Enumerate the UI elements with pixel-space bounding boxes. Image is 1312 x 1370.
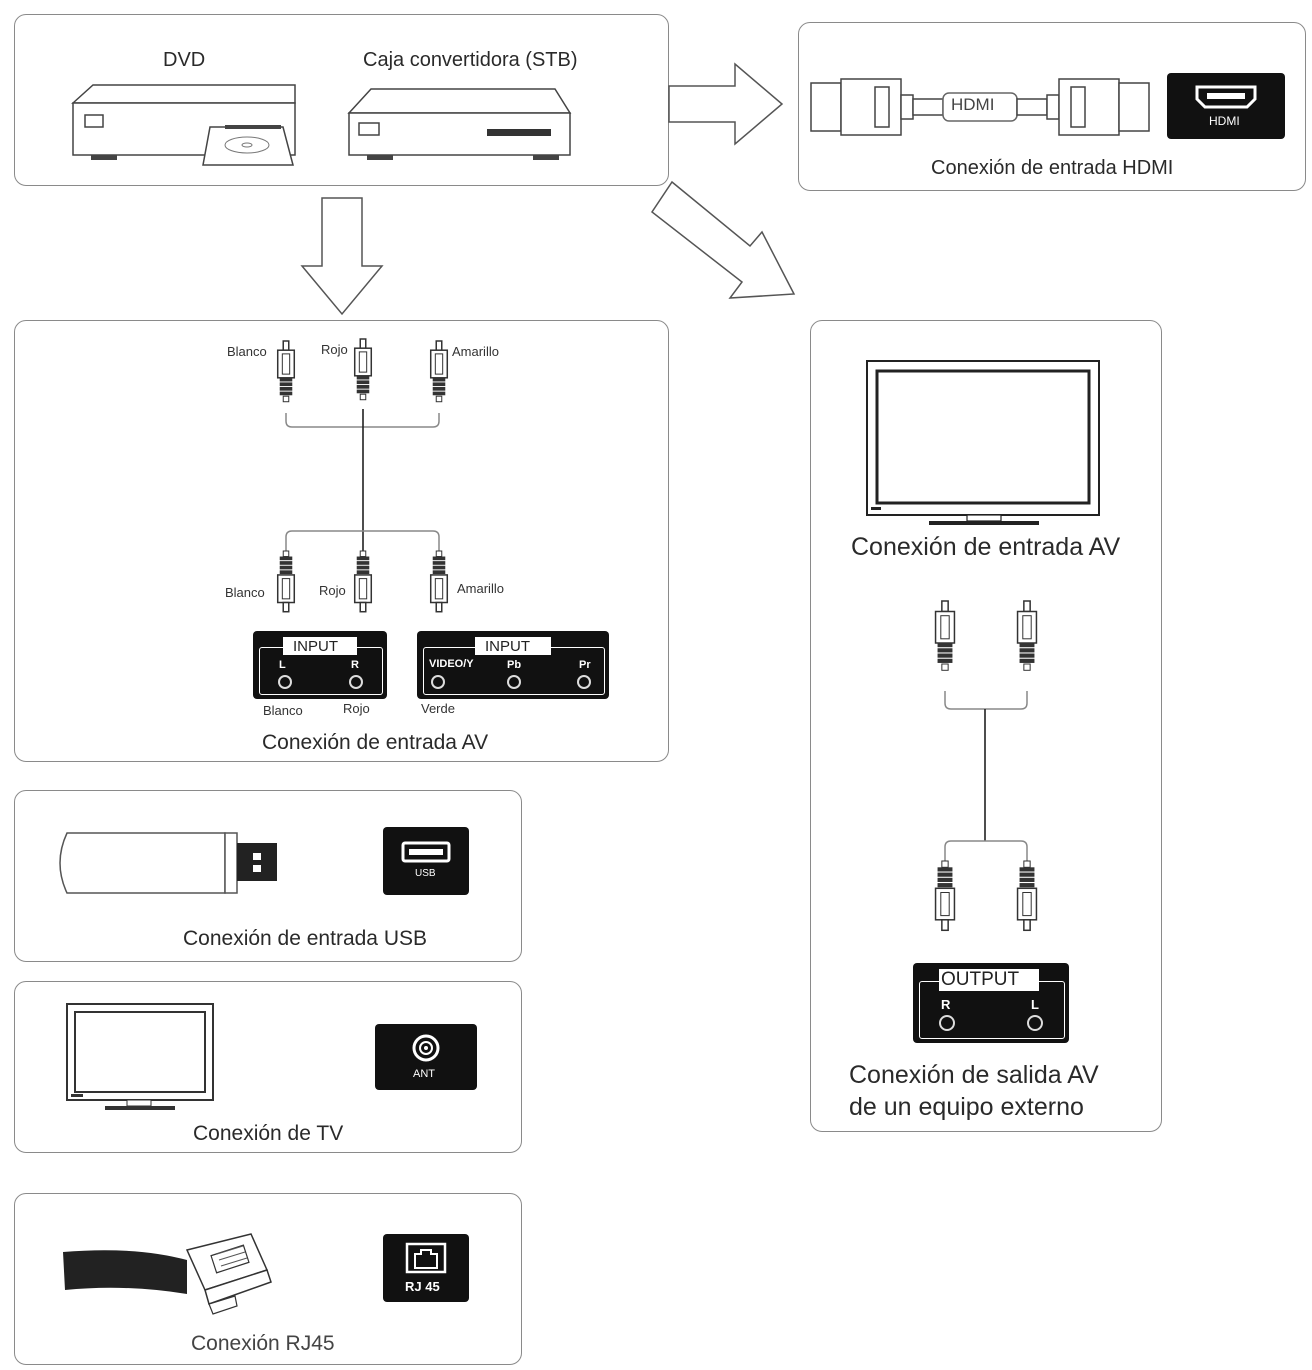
av-output-caption-2: de un equipo externo bbox=[849, 1093, 1084, 1121]
port-color-label-3: Verde bbox=[421, 701, 455, 716]
rj45-caption: Conexión RJ45 bbox=[191, 1332, 335, 1355]
input-video-title: INPUT bbox=[485, 638, 530, 655]
dvd-label: DVD bbox=[163, 49, 206, 71]
input-pb-label: Pb bbox=[507, 659, 522, 671]
output-r-label: R bbox=[941, 997, 951, 1012]
rj45-port-icon bbox=[405, 1242, 447, 1274]
input-pb-jack bbox=[507, 675, 521, 689]
input-pr-label: Pr bbox=[579, 659, 591, 671]
av-output-caption-1: Conexión de salida AV bbox=[849, 1061, 1099, 1089]
usb-port-label: USB bbox=[415, 868, 436, 879]
rca-plug-top-2 bbox=[353, 338, 373, 401]
output-r-jack bbox=[939, 1015, 955, 1031]
output-l-jack bbox=[1027, 1015, 1043, 1031]
hdmi-cable-label: HDMI bbox=[951, 95, 995, 114]
usb-port: USB bbox=[383, 827, 469, 895]
port-color-label-2: Rojo bbox=[343, 701, 370, 716]
output-box: OUTPUT R L bbox=[913, 963, 1069, 1043]
output-l-label: L bbox=[1031, 997, 1039, 1012]
rca-plug-bottom-1 bbox=[276, 550, 296, 613]
usb-panel: USB Conexión de entrada USB bbox=[14, 790, 522, 962]
plug-top-label-2: Rojo bbox=[321, 342, 348, 357]
usb-port-icon bbox=[401, 841, 451, 863]
input-lr-title: INPUT bbox=[293, 638, 338, 655]
input-pr-jack bbox=[577, 675, 591, 689]
input-video-y-jack bbox=[431, 675, 445, 689]
hdmi-panel: HDMI HDMI Conexión de entrada HDMI bbox=[798, 22, 1306, 191]
tv-caption: Conexión de TV bbox=[193, 1122, 344, 1145]
rj45-port: RJ 45 bbox=[383, 1234, 469, 1302]
output-wire-bottom-bundle bbox=[944, 840, 1028, 861]
input-video-y-label: VIDEO/Y bbox=[429, 658, 474, 670]
plug-top-label-1: Blanco bbox=[227, 344, 267, 359]
av-input-cables-icon bbox=[276, 338, 449, 613]
hdmi-port-label: HDMI bbox=[1209, 114, 1240, 128]
hdmi-cable-icon bbox=[810, 78, 1150, 136]
input-video-box: INPUT VIDEO/Y Pb Pr bbox=[417, 631, 609, 699]
output-plug-bottom-2 bbox=[1016, 860, 1038, 932]
wire-bottom-bundle bbox=[285, 530, 440, 551]
output-plug-top-1 bbox=[934, 600, 956, 671]
output-wire-top-bundle bbox=[944, 691, 1028, 710]
output-title: OUTPUT bbox=[941, 969, 1020, 990]
monitor-icon bbox=[866, 360, 1100, 525]
input-r-jack bbox=[349, 675, 363, 689]
hdmi-port: HDMI bbox=[1167, 73, 1285, 139]
rj45-panel: RJ 45 Conexión RJ45 bbox=[14, 1193, 522, 1365]
av-input-panel: Blanco Rojo Amarillo Blanco Rojo Amarill… bbox=[14, 320, 669, 762]
output-plug-top-2 bbox=[1016, 600, 1038, 671]
rca-plug-top-3 bbox=[429, 340, 449, 403]
plug-bottom-label-1: Blanco bbox=[225, 585, 265, 600]
input-l-jack bbox=[278, 675, 292, 689]
hdmi-port-icon bbox=[1195, 85, 1257, 109]
av-output-top-caption: Conexión de entrada AV bbox=[851, 533, 1121, 561]
hdmi-caption: Conexión de entrada HDMI bbox=[931, 157, 1174, 179]
source-devices-panel: DVD Caja convertidora (STB) bbox=[14, 14, 669, 186]
plug-bottom-label-2: Rojo bbox=[319, 583, 346, 598]
dvd-player-icon bbox=[71, 84, 296, 166]
stb-label: Caja convertidora (STB) bbox=[363, 49, 578, 71]
input-l-label: L bbox=[279, 659, 286, 671]
rca-plug-bottom-2 bbox=[353, 550, 373, 613]
rca-plug-bottom-3 bbox=[429, 550, 449, 613]
input-lr-box: INPUT L R bbox=[253, 631, 387, 699]
rj45-cable-icon bbox=[63, 1233, 272, 1315]
output-plug-bottom-1 bbox=[934, 860, 956, 932]
av-output-panel: Conexión de entrada AV OUTPUT R L Conexi… bbox=[810, 320, 1162, 1132]
plug-bottom-label-3: Amarillo bbox=[457, 581, 504, 596]
tv-icon bbox=[66, 1003, 214, 1110]
ant-port: ANT bbox=[375, 1024, 477, 1090]
input-r-label: R bbox=[351, 659, 359, 671]
set-top-box-icon bbox=[347, 88, 572, 160]
port-color-label-1: Blanco bbox=[263, 703, 303, 718]
av-input-caption: Conexión de entrada AV bbox=[262, 731, 489, 754]
usb-caption: Conexión de entrada USB bbox=[183, 927, 427, 950]
rca-plug-top-1 bbox=[276, 340, 296, 403]
tv-panel: ANT Conexión de TV bbox=[14, 981, 522, 1153]
plug-top-label-3: Amarillo bbox=[452, 344, 499, 359]
ant-port-label: ANT bbox=[413, 1068, 435, 1080]
antenna-port-icon bbox=[412, 1034, 440, 1062]
av-output-cables-icon bbox=[934, 600, 1038, 932]
usb-drive-icon bbox=[59, 832, 277, 894]
rj45-port-label: RJ 45 bbox=[405, 1279, 440, 1294]
